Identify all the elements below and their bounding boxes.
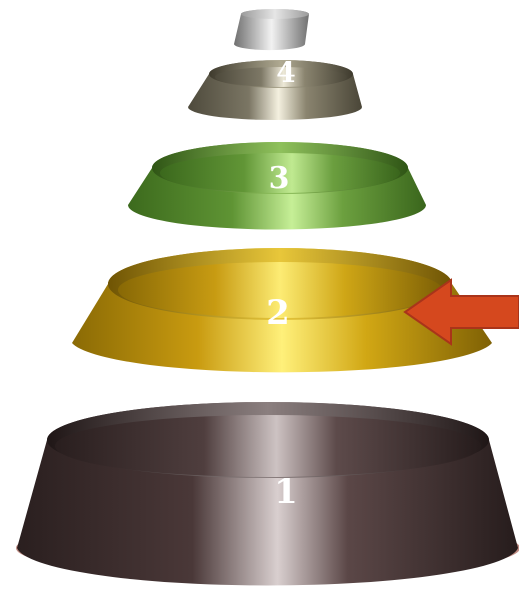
tier-1-label: 1 [274, 472, 298, 512]
tier-2-label: 2 [266, 293, 290, 333]
tier-4-ring: 4 [188, 56, 362, 120]
tier-5-cap [234, 9, 309, 50]
tier-4-label: 4 [276, 56, 295, 89]
tier-3-label: 3 [269, 161, 290, 196]
tier-1-ring: 1 [16, 402, 519, 585]
tier-3-ring: 3 [128, 142, 426, 229]
